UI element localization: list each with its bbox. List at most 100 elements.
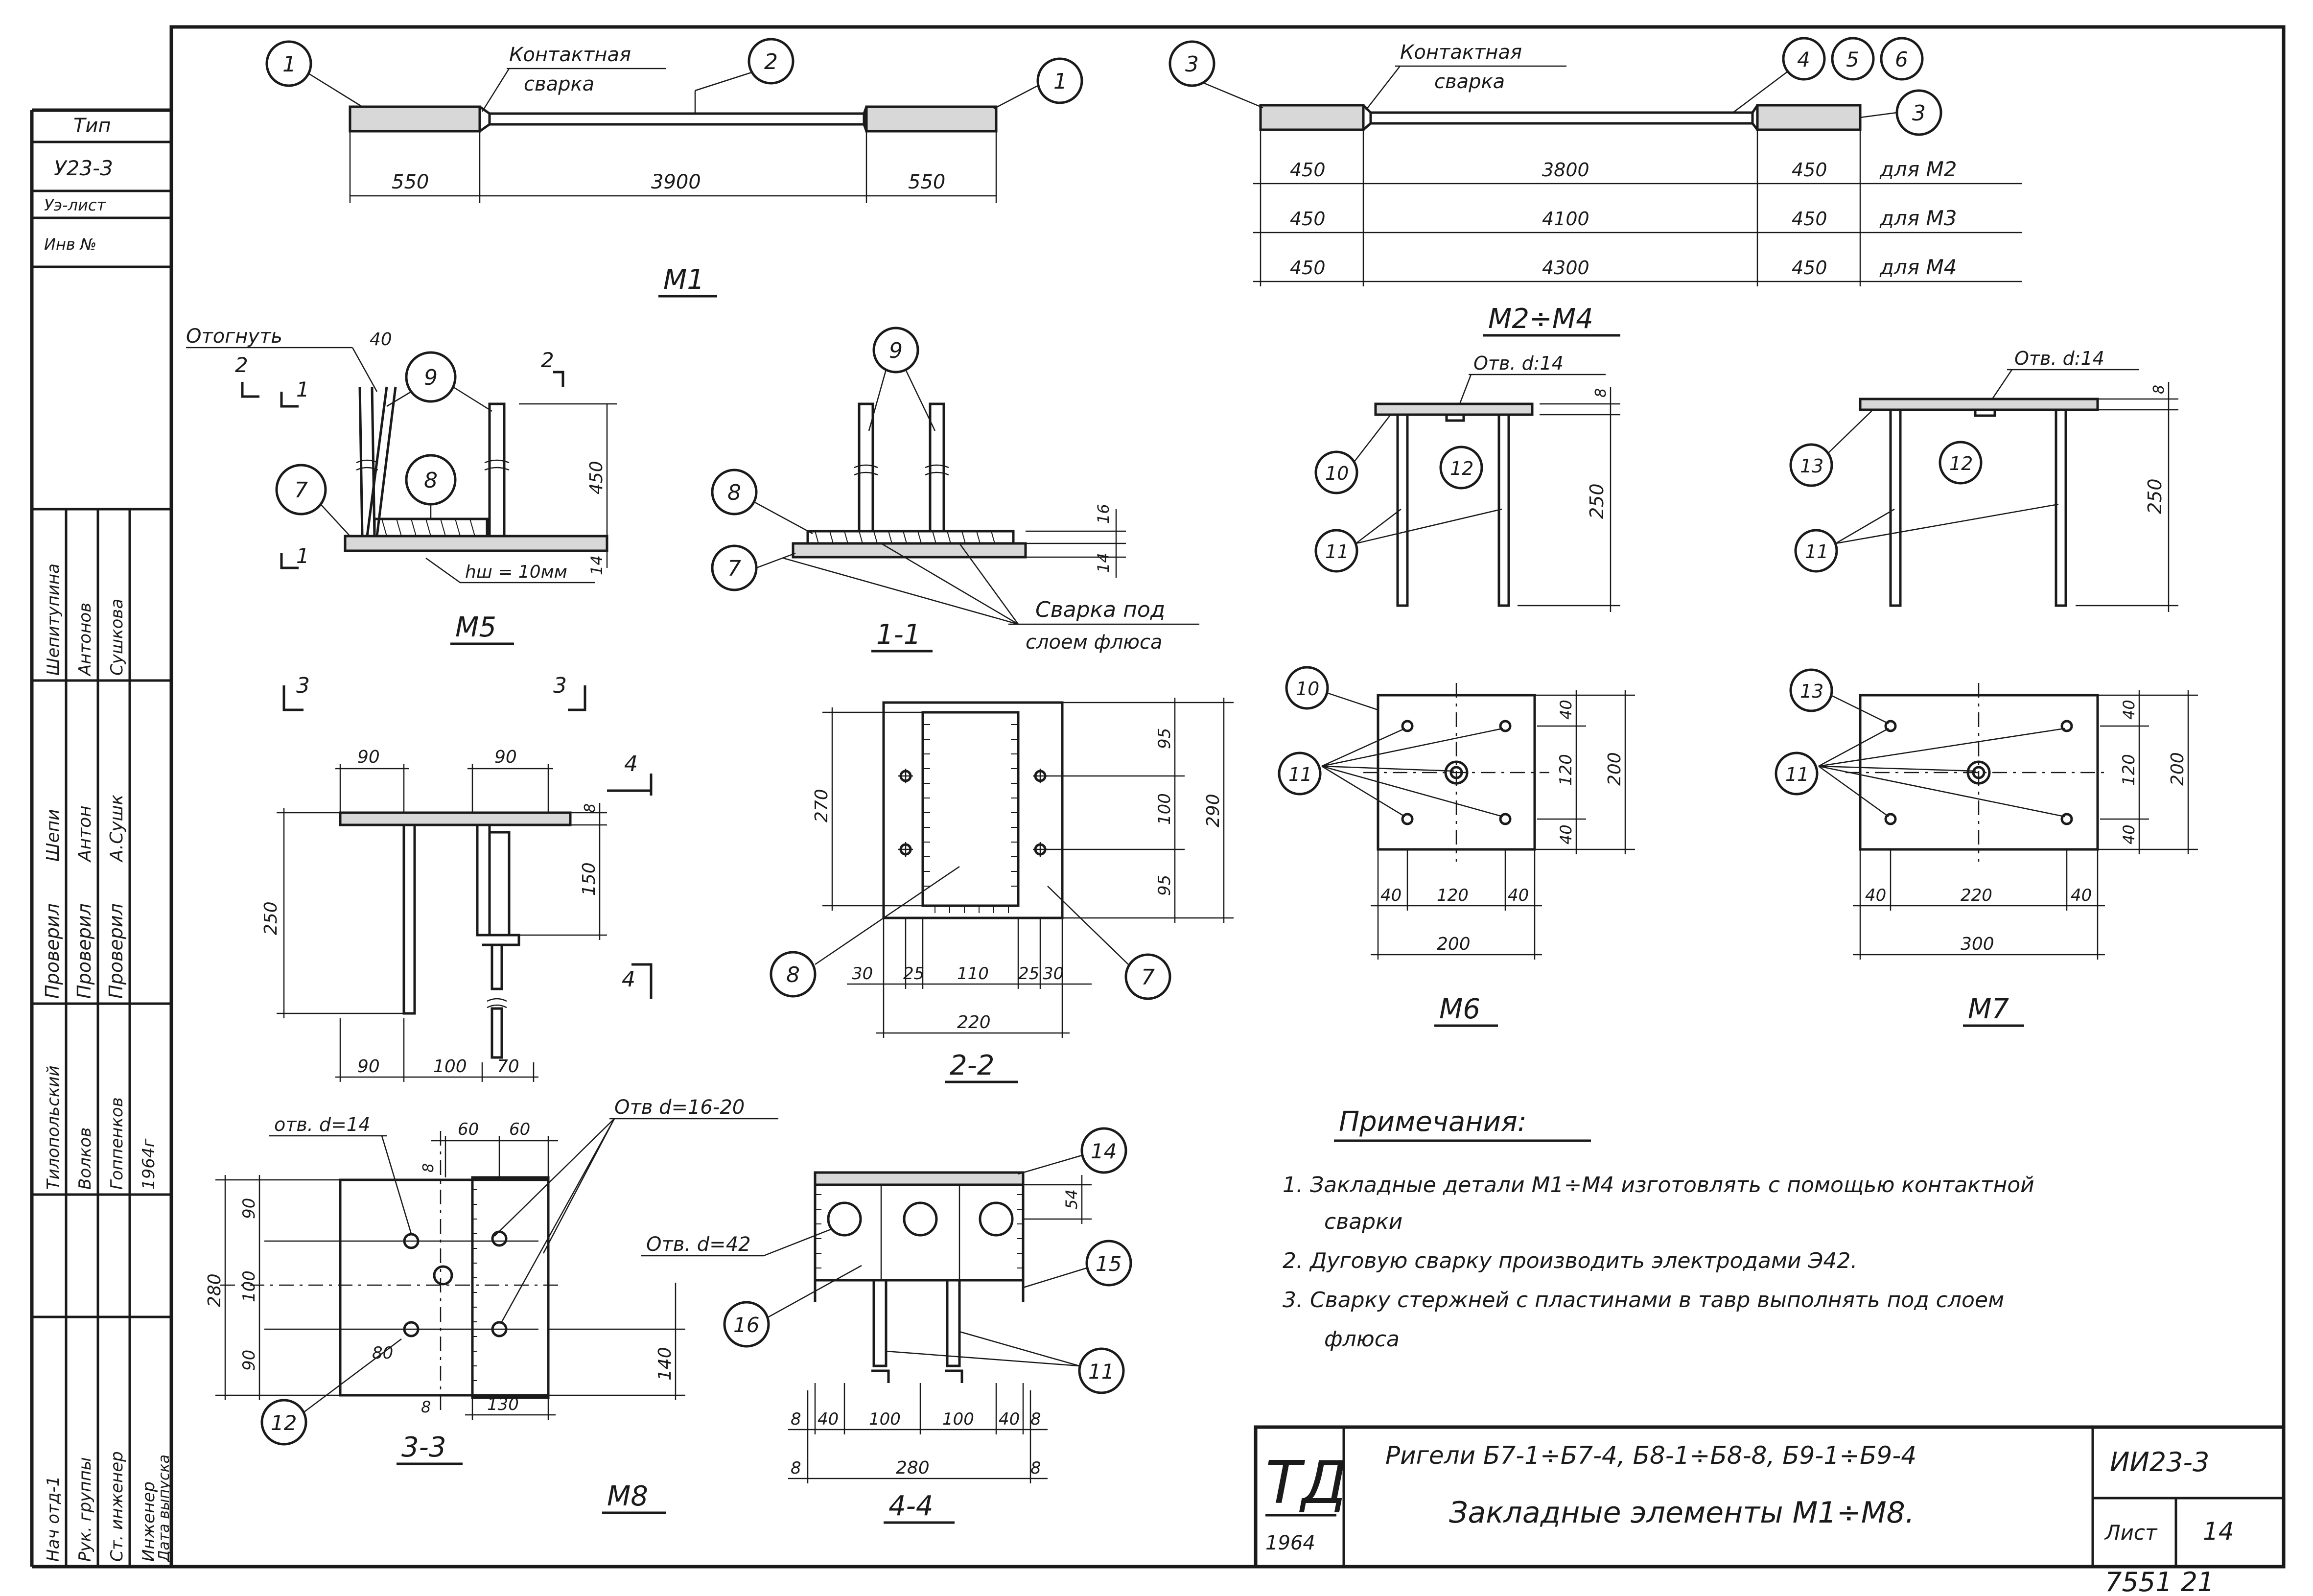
s44-dim-8c: 8 <box>791 1458 801 1478</box>
m6-plan-callout-11-label: 11 <box>1288 764 1312 785</box>
s44-dim-100b: 100 <box>942 1409 974 1429</box>
notes-item-3: 3. Сварку стержней с пластинами в тавр в… <box>1283 1288 2004 1313</box>
s22-dim-290: 290 <box>1203 794 1223 827</box>
m6-dim-v40a: 40 <box>1557 700 1575 720</box>
m5-callout-7-label: 7 <box>294 478 308 503</box>
s33-hole-label: отв. d=14 <box>274 1114 370 1135</box>
m6-callout-11 <box>1314 529 1358 573</box>
m6-dim-h200: 200 <box>1437 934 1471 954</box>
s44-dim-40b: 40 <box>999 1409 1020 1429</box>
title-block-logo: ТД <box>1265 1449 1347 1517</box>
m2-row2-a: 450 <box>1290 208 1326 230</box>
s44-dim-54: 54 <box>1062 1189 1081 1209</box>
m7-dim-h300: 300 <box>1961 934 1994 954</box>
m2-row2-b: 4100 <box>1542 208 1589 230</box>
m7-anchor-right <box>2055 408 2067 607</box>
strip-role-4: Дата выпуска <box>156 1455 173 1563</box>
strip-signature-0: Шепи <box>43 809 63 862</box>
section-2-2: 270 95 100 95 290 30 25 110 25 30 220 8 … <box>770 698 1234 1083</box>
m7-callout-11 <box>1794 529 1838 573</box>
m7-callout-13 <box>1789 443 1833 487</box>
m7-dim-v40a: 40 <box>2120 700 2138 720</box>
s33-dim-60a: 60 <box>458 1120 479 1139</box>
s44-hole-1 <box>827 1201 862 1237</box>
s44-hole-2 <box>903 1201 938 1237</box>
m5-cut-2-left: 2 <box>235 353 248 377</box>
m5-rod-9 <box>488 402 506 538</box>
m6-hole-label: Отв. d:14 <box>1473 352 1564 374</box>
m2-row1-c: 450 <box>1792 159 1827 181</box>
strip-name-3: 1964г <box>139 1138 159 1190</box>
m1-callout-1b-label: 1 <box>1053 69 1067 94</box>
s44-dim-8b: 8 <box>1030 1409 1041 1429</box>
m2-callout-6 <box>1880 37 1924 81</box>
strip-checker-2: Сушкова <box>107 599 127 676</box>
m7-dim-8: 8 <box>2150 385 2168 394</box>
section-1-1: 16 14 9 8 7 Сварка под слоем флюса 1-1 <box>711 327 1199 654</box>
s33-hole-16-upper <box>491 1230 508 1247</box>
s44-callout-16-label: 16 <box>733 1313 759 1337</box>
m6-anchor-right <box>1497 413 1510 607</box>
s44-dim-8a: 8 <box>791 1409 801 1429</box>
m7-dim-v120: 120 <box>2119 754 2139 786</box>
strip-role-2: Ст. инженер <box>107 1451 127 1562</box>
s44-callout-16 <box>723 1301 770 1348</box>
notes-item-1: 1. Закладные детали М1÷М4 изготовлять с … <box>1283 1173 2034 1197</box>
left-strip-labels: Тип У23-3 Уэ-лист Инв № Нач отд-1 Рук. г… <box>42 115 173 1563</box>
s11-callout-9 <box>872 327 919 374</box>
m2-row3-c: 450 <box>1792 257 1827 279</box>
m2-rod <box>1369 111 1754 125</box>
strip-name-0: Тилопольский <box>44 1065 63 1190</box>
m7-callout-12 <box>1939 441 1983 485</box>
m5-bend-label: Отогнуть <box>186 325 282 348</box>
notes-heading: Примечания: <box>1339 1106 1527 1138</box>
m2-end-plate-right <box>1756 104 1862 131</box>
m5-callout-9 <box>405 351 457 403</box>
m7-anchor-hole-4 <box>2060 813 2073 825</box>
s11-callout-8 <box>711 469 758 516</box>
s22-dim-220: 220 <box>957 1012 991 1033</box>
strip-checker-1: Антонов <box>75 603 95 677</box>
m1-callout-2-label: 2 <box>764 49 778 74</box>
m6-dim-8: 8 <box>1592 388 1610 398</box>
m7-plan-callout-13 <box>1789 668 1833 712</box>
strip-role-0: Нач отд-1 <box>44 1476 63 1562</box>
s22-callout-8 <box>770 951 817 998</box>
s33-title: 3-3 <box>401 1432 446 1463</box>
m5-dim-14: 14 <box>587 555 606 575</box>
m5-weld-label: hш = 10мм <box>465 562 567 582</box>
title-block-line-2: Закладные элементы М1÷М8. <box>1449 1496 1915 1530</box>
m6-plan-callout-11 <box>1278 751 1322 796</box>
m5-cut-1-bottom: 1 <box>296 544 309 568</box>
m8-title: М8 <box>607 1480 648 1512</box>
s44-callout-15 <box>1085 1240 1132 1287</box>
notes-item-2: 2. Дуговую сварку производить электродам… <box>1283 1248 1857 1273</box>
m7-anchor-hole-1 <box>1884 720 1897 732</box>
s44-hole-label: Отв. d=42 <box>646 1233 751 1256</box>
s11-weld-label: Сварка под <box>1035 597 1165 622</box>
s33-hole-14-center <box>433 1265 453 1286</box>
title-block: ТД 1964 Ригели Б7-1÷Б7-4, Б8-1÷Б8-8, Б9-… <box>1254 1425 2286 1569</box>
m1-dim-mid: 3900 <box>651 171 701 193</box>
m7-callout-13-label: 13 <box>1800 455 1823 477</box>
m6-anchor-left <box>1396 413 1409 607</box>
m8-cut-4-bottom: 4 <box>622 967 635 992</box>
m8-elev-channel-left <box>476 823 491 937</box>
s44-title: 4-4 <box>888 1490 933 1522</box>
m1-callout-1b <box>1036 57 1083 104</box>
m1-note: Контактная <box>509 44 631 66</box>
s33-dim-140: 140 <box>655 1347 675 1381</box>
s11-dim-14: 14 <box>1094 553 1113 573</box>
m1-note-2: сварка <box>524 73 594 95</box>
title-block-sheet-number: 14 <box>2203 1517 2234 1546</box>
s11-callout-9-label: 9 <box>889 338 903 363</box>
notes-block: Примечания: 1. Закладные детали М1÷М4 из… <box>1283 1106 2034 1352</box>
strip-signature-2: А.Сушк <box>107 795 127 863</box>
s44-dim-8d: 8 <box>1030 1458 1041 1478</box>
m7-center-hole <box>1966 760 1991 785</box>
m6-plate-10 <box>1374 402 1534 416</box>
s11-plate-8 <box>806 530 1015 545</box>
m8-elev-dim-90c: 90 <box>357 1056 380 1077</box>
m2-callout-4-label: 4 <box>1797 47 1810 71</box>
m7-anchor-left <box>1889 408 1902 607</box>
